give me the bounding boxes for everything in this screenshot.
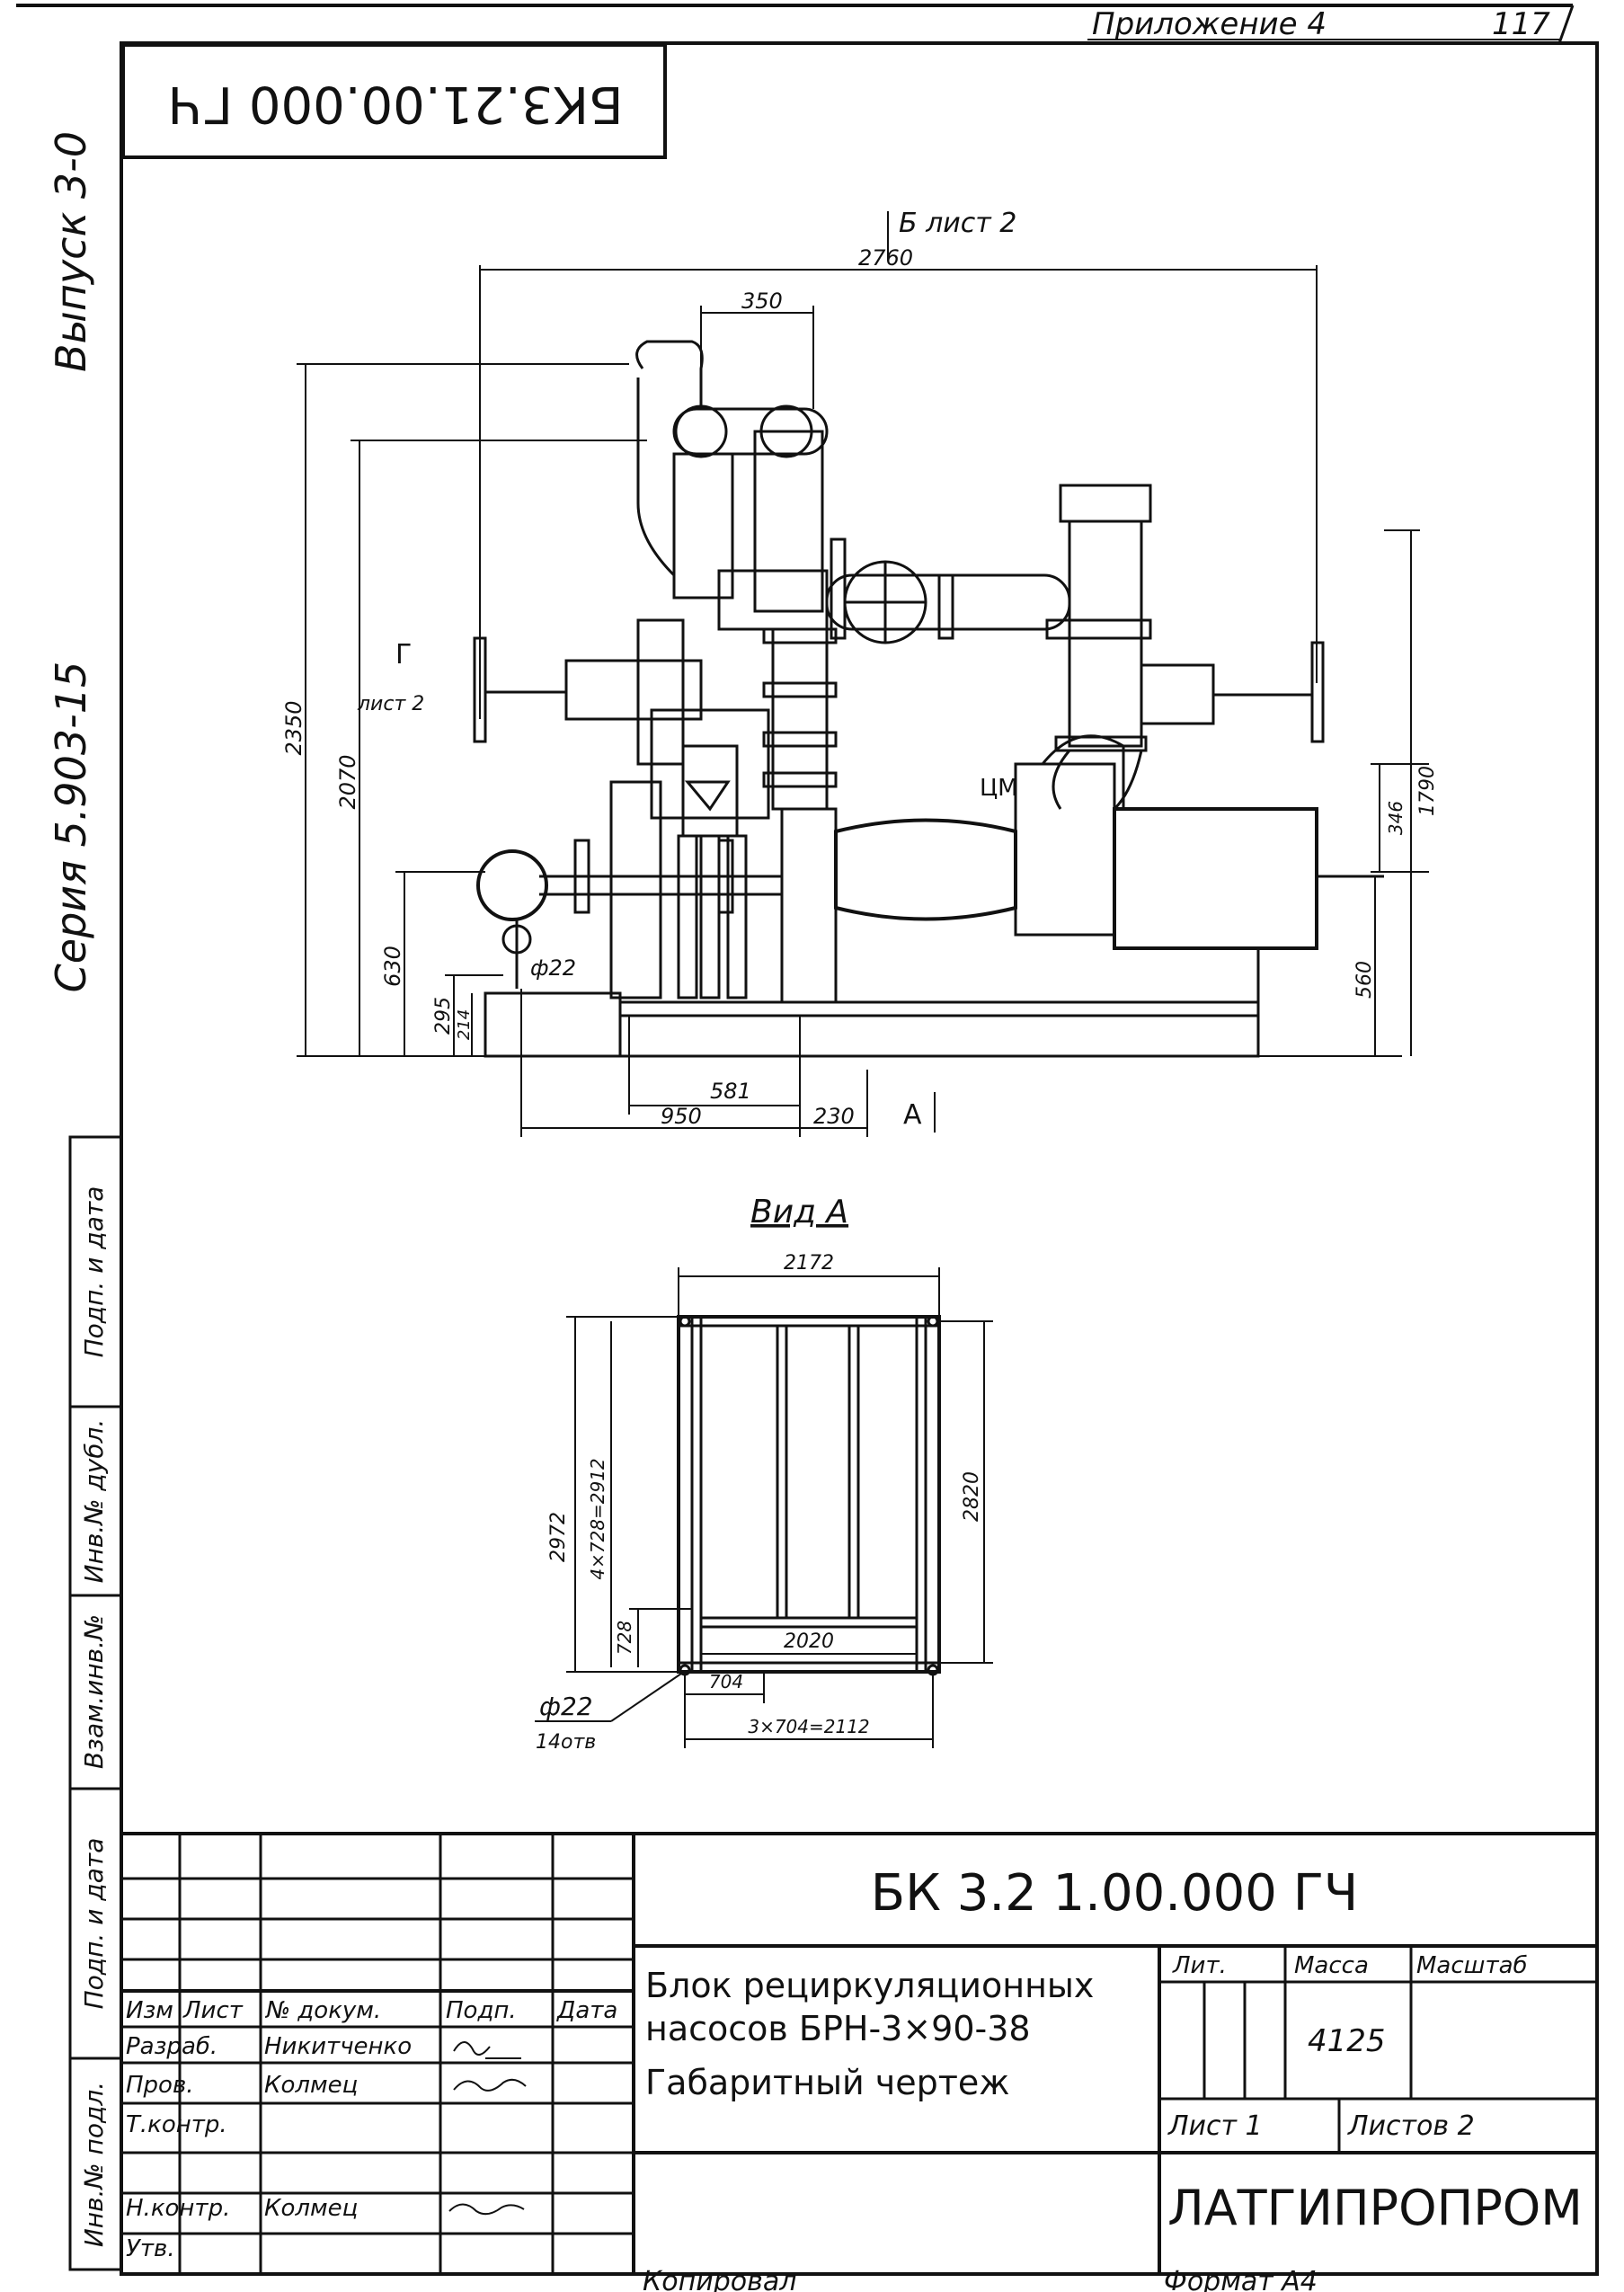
title-name-line2: насосов БРН-3×90-38 — [645, 2009, 1031, 2048]
format-label: Формат А4 — [1164, 2266, 1318, 2292]
role-developer: Разраб. — [126, 2033, 217, 2060]
title-name-line3: Габаритный чертеж — [645, 2063, 1009, 2102]
label-g: Г — [395, 639, 412, 671]
dim-2760: 2760 — [858, 245, 913, 271]
dim-560: 560 — [1353, 961, 1376, 999]
view-a-dimension-lines — [535, 1267, 993, 1748]
col-header-sign: Подп. — [446, 1997, 517, 2024]
left-approval-strip — [68, 1135, 123, 2271]
dim-2972: 2972 — [547, 1512, 570, 1562]
label-g-sheet: лист 2 — [357, 693, 424, 715]
strip-cell-5: Инв.№ подл. — [79, 2082, 109, 2247]
col-header-izm: Изм — [126, 1997, 173, 2024]
sheet-label: Лист 1 — [1167, 2110, 1263, 2142]
series-label: Серия 5.903-15 — [47, 662, 95, 993]
strip-cell-2: Инв.№ дубл. — [79, 1419, 109, 1584]
name-developer: Никитченко — [264, 2033, 412, 2060]
page-frame — [16, 4, 1599, 2276]
title-block-grid — [121, 1832, 1597, 2274]
role-norm-control: Н.контр. — [126, 2195, 230, 2222]
col-header-list: Лист — [182, 1997, 244, 2024]
dim-350: 350 — [741, 289, 783, 314]
view-a-hole-d: ф22 — [539, 1692, 593, 1721]
signatures — [448, 2041, 527, 2216]
view-a-hole-count: 14отв — [536, 1731, 596, 1754]
title-block-text: БК 3.2 1.00.000 ГЧ Блок рециркуляционных… — [126, 1864, 1583, 2262]
issue-label: Выпуск 3-0 — [47, 131, 95, 372]
dim-630: 630 — [380, 946, 405, 987]
dim-2020: 2020 — [784, 1630, 834, 1653]
label-a: А — [903, 1099, 922, 1131]
dim-2070: 2070 — [335, 754, 360, 809]
sheets-label: Листов 2 — [1347, 2110, 1475, 2142]
organization-name: ЛАТГИПРОПРОМ — [1167, 2180, 1583, 2236]
role-approved: Утв. — [126, 2235, 175, 2262]
dim-704: 704 — [709, 1671, 743, 1692]
dim-581: 581 — [710, 1079, 751, 1104]
view-a-drawing — [677, 1315, 941, 1676]
col-header-date: Дата — [556, 1997, 617, 2024]
strip-cell-3: Взам.инв.№ — [79, 1614, 109, 1769]
strip-cell-1: Подп. и дата — [79, 1186, 109, 1358]
lit-label: Лит. — [1172, 1952, 1227, 1979]
role-tech-control: Т.контр. — [126, 2111, 227, 2138]
title-designation: БК 3.2 1.00.000 ГЧ — [871, 1864, 1359, 1923]
copied-label: Копировал — [643, 2266, 796, 2292]
name-norm-control: Колмец — [264, 2195, 358, 2222]
scale-label: Масштаб — [1416, 1952, 1528, 1979]
main-elevation-drawing — [473, 340, 1384, 1058]
code-stamp-text: БК3.21.00.000 ГЧ — [168, 75, 624, 133]
title-name-line1: Блок рециркуляционных — [645, 1966, 1094, 2005]
name-checker: Колмец — [264, 2072, 358, 2099]
dim-2172: 2172 — [784, 1252, 834, 1275]
col-header-doc: № докум. — [264, 1997, 381, 2024]
dim-230: 230 — [813, 1104, 855, 1129]
label-b-sheet2: Б лист 2 — [899, 208, 1016, 239]
dim-728: 728 — [614, 1621, 635, 1655]
dim-295: 295 — [432, 997, 455, 1035]
dim-2350: 2350 — [281, 700, 306, 755]
dim-3x704: 3×704=2112 — [748, 1716, 869, 1737]
view-a-labels: 2172 2972 4×728=2912 728 2820 2020 704 3… — [536, 1252, 983, 1754]
main-dimension-lines — [297, 211, 1429, 1137]
dim-spacing: 4×728=2912 — [587, 1458, 608, 1579]
mass-label: Масса — [1294, 1952, 1369, 1979]
appendix-label: Приложение 4 — [1092, 6, 1327, 42]
dim-1790: 1790 — [1416, 766, 1439, 816]
dim-950: 950 — [661, 1104, 702, 1129]
strip-cell-4: Подп. и дата — [79, 1838, 109, 2010]
mass-value: 4125 — [1308, 2023, 1386, 2059]
dim-hole-d: ф22 — [530, 955, 576, 981]
dim-346: 346 — [1385, 801, 1407, 835]
page-number: 117 — [1492, 6, 1550, 42]
main-view-labels: Б лист 2 Г лист 2 ЦМ А 2760 350 2350 207… — [281, 208, 1439, 1131]
dim-214: 214 — [455, 1009, 474, 1040]
role-checker: Пров. — [126, 2072, 194, 2099]
view-a-title: Вид А — [750, 1194, 848, 1230]
code-stamp: БК3.21.00.000 ГЧ — [121, 43, 667, 159]
label-cm: ЦМ — [980, 775, 1018, 802]
dim-2820: 2820 — [961, 1471, 983, 1522]
